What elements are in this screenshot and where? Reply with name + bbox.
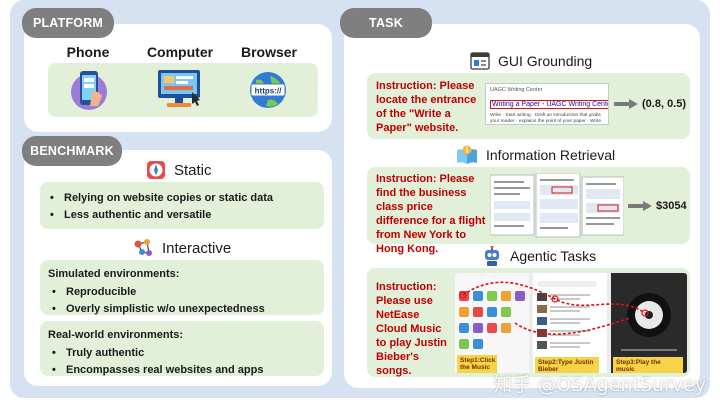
network-nodes-icon (134, 239, 152, 256)
gui-grounding-instruction: Instruction: Please locate the entrance … (376, 80, 477, 134)
agentic-step-label: Step2:Type Justin Bieber (535, 357, 599, 373)
agentic-screenshots: Step1:Click the Music Step2:Type Justin … (455, 273, 687, 373)
gui-grounding-screenshot: UAGC Writing Center Writing a Paper - UA… (485, 83, 609, 125)
interactive-heading: Interactive (132, 238, 231, 258)
information-retrieval-result-value: $3054 (656, 200, 687, 212)
platform-tab: PLATFORM (22, 8, 114, 38)
screenshot-snippet: Write · Start writing · Draft an introdu… (490, 113, 602, 124)
book-information-icon (457, 145, 477, 164)
static-title: Static (174, 161, 212, 179)
simulated-env-content: Simulated environments: Reproducible Ove… (48, 266, 265, 318)
simulated-env-bullet: Reproducible (48, 284, 265, 301)
agentic-step-label: Step3:Play the music (613, 357, 683, 373)
smartphone-icon (71, 71, 107, 110)
gui-grounding-result-value: (0.8, 0.5) (642, 98, 687, 110)
gui-grounding-result: (0.8, 0.5) (614, 98, 686, 110)
interactive-title: Interactive (162, 239, 232, 257)
platform-label-phone: Phone (66, 44, 110, 60)
static-bullets: Relying on website copies or static data… (46, 190, 273, 224)
flight-search-screenshots (490, 173, 624, 238)
desktop-computer-icon (158, 70, 200, 107)
result-arrow-icon (614, 99, 638, 109)
static-bullet: Relying on website copies or static data (46, 190, 273, 207)
platform-label-browser: Browser (240, 44, 298, 60)
agentic-tasks-instruction: Instruction: Please use NetEase Cloud Mu… (376, 281, 447, 377)
static-heading: Static (146, 160, 212, 180)
browser-globe-icon: https:// (250, 72, 286, 108)
screenshot-target-link: Writing a Paper - UAGC Writing Center (490, 100, 608, 109)
browser-icon-text: https:// (255, 87, 282, 96)
simulated-env-bullet: Overly simplistic w/o unexpectedness (48, 301, 265, 318)
agentic-step-label: Step1:Click the Music (457, 355, 497, 373)
watermark: 知乎 @OSAgentSurvey (493, 374, 706, 396)
real-env-bullet: Encompasses real websites and apps (48, 362, 263, 379)
static-bullet: Less authentic and versatile (46, 207, 273, 224)
information-retrieval-heading: Information Retrieval (456, 145, 615, 165)
information-retrieval-instruction: Instruction: Please find the business cl… (376, 173, 486, 255)
gui-grounding-title: GUI Grounding (498, 53, 593, 69)
gui-window-icon (470, 52, 490, 70)
screenshot-site-name: UAGC Writing Center (490, 87, 543, 93)
benchmark-tab: BENCHMARK (22, 136, 122, 166)
robot-icon (485, 246, 499, 266)
information-retrieval-title: Information Retrieval (486, 147, 616, 163)
safari-compass-icon (147, 161, 165, 179)
real-env-title: Real-world environments: (48, 329, 184, 341)
real-env-bullet: Truly authentic (48, 345, 263, 362)
agentic-tasks-heading: Agentic Tasks (482, 246, 596, 266)
agentic-tasks-title: Agentic Tasks (510, 248, 597, 264)
gui-grounding-heading: GUI Grounding (470, 52, 592, 70)
information-retrieval-result: $3054 (628, 200, 687, 212)
simulated-env-title: Simulated environments: (48, 268, 180, 280)
platform-label-computer: Computer (146, 44, 214, 60)
result-arrow-icon (628, 201, 652, 211)
task-tab: TASK (340, 8, 432, 38)
real-env-content: Real-world environments: Truly authentic… (48, 327, 263, 379)
